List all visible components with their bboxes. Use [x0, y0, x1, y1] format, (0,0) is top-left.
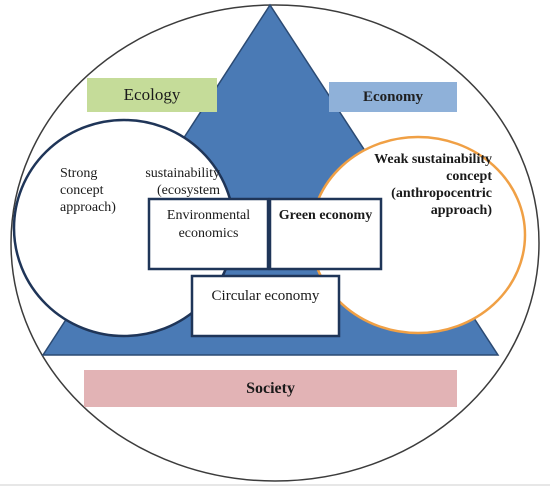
green-economy-label: Green economy — [278, 208, 373, 223]
society-label: Society — [246, 379, 295, 397]
ecology-box — [87, 78, 217, 112]
economy-label: Economy — [363, 88, 423, 105]
ecology-label: Ecology — [123, 85, 181, 104]
weak-sustainability-label: Weak sustainability concept (anthropocen… — [374, 152, 492, 218]
economy-box — [329, 82, 457, 112]
environmental-economics-label: Environmental economics — [166, 208, 251, 241]
environmental-economics-box — [147, 197, 270, 271]
strong-sustainability-label: Strong sustainability concept (ecosystem… — [60, 166, 220, 215]
green-economy-box — [268, 197, 383, 271]
circular-economy-box — [190, 274, 341, 338]
circular-economy-label: Circular economy — [211, 288, 320, 304]
society-box — [84, 370, 457, 407]
